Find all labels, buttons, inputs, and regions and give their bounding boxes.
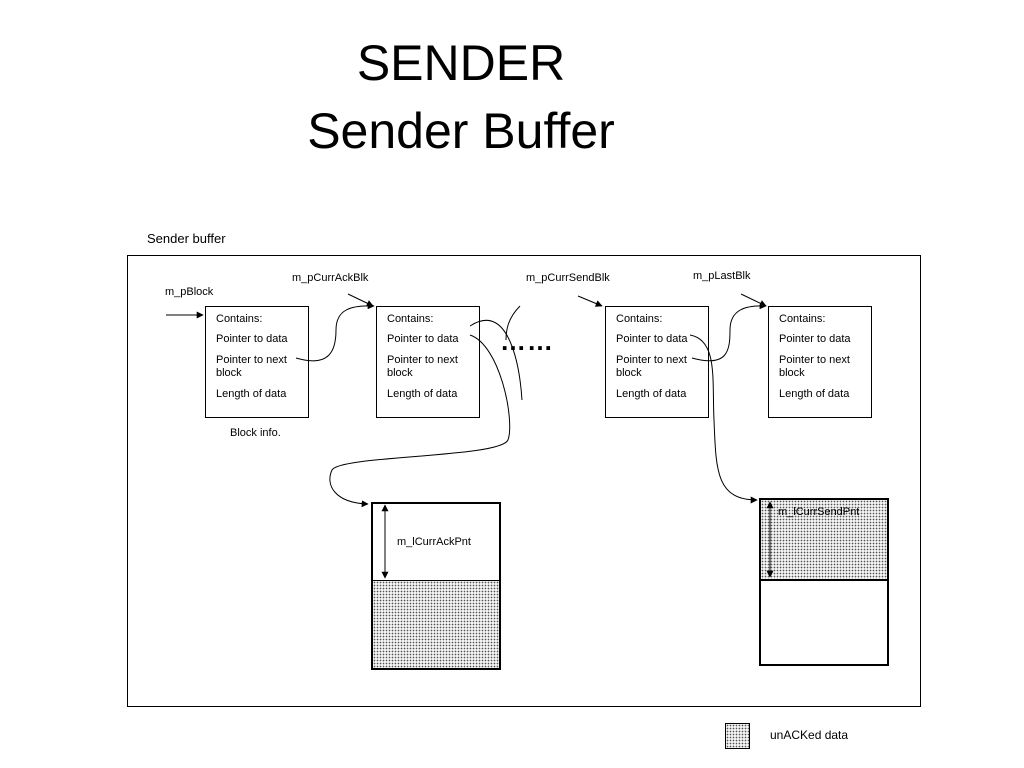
pointer-label-p-block: m_pBlock xyxy=(165,286,214,298)
block-contains-label: Contains: xyxy=(387,313,434,325)
curr-ack-pnt-label: m_lCurrAckPnt xyxy=(397,536,471,548)
block-pointer-to-data: Pointer to data xyxy=(779,333,851,345)
arrow-curr-ack-blk xyxy=(347,293,374,307)
sender-buffer-frame xyxy=(127,255,921,707)
ack-buffer-unacked-part xyxy=(371,580,501,670)
block-pointer-to-next: Pointer to next block xyxy=(779,354,850,379)
legend-unacked-label: unACKed data xyxy=(770,728,849,742)
curr-send-pnt-label: m_lCurrSendPnt xyxy=(778,506,860,518)
block-length-of-data: Length of data xyxy=(616,388,687,400)
send-buffer-unsent-part xyxy=(759,579,889,666)
block-contains-label: Contains: xyxy=(779,313,826,325)
block-length-of-data: Length of data xyxy=(387,388,458,400)
link-block2-to-ack-buffer xyxy=(329,334,511,508)
send-buffer-unacked-part xyxy=(759,498,889,581)
arrow-curr-send-blk xyxy=(577,295,603,307)
ack-buffer-acked-part xyxy=(371,502,501,582)
frame-label: Sender buffer xyxy=(147,231,226,246)
block-contains-label: Contains: xyxy=(216,313,263,325)
block-info-box-4: Contains: Pointer to data Pointer to nex… xyxy=(768,306,872,418)
block-pointer-to-data: Pointer to data xyxy=(387,333,459,345)
link-into-ellipsis xyxy=(505,305,521,341)
arrow-last-blk xyxy=(740,293,767,307)
block-info-box-1: Contains: Pointer to data Pointer to nex… xyxy=(205,306,309,418)
block-pointer-to-data: Pointer to data xyxy=(616,333,688,345)
slide-title-line-1: SENDER xyxy=(356,35,566,91)
slide-title-line-2: Sender Buffer xyxy=(307,103,615,159)
link-block2-next xyxy=(469,319,523,401)
block-pointer-to-next: Pointer to next block xyxy=(387,354,458,379)
block-length-of-data: Length of data xyxy=(779,388,850,400)
pointer-label-curr-send-blk: m_pCurrSendBlk xyxy=(526,272,610,284)
block-info-box-3: Contains: Pointer to data Pointer to nex… xyxy=(605,306,709,418)
block-info-caption: Block info. xyxy=(230,427,281,439)
pointer-label-curr-ack-blk: m_pCurrAckBlk xyxy=(292,272,369,284)
block-contains-label: Contains: xyxy=(616,313,663,325)
block-length-of-data: Length of data xyxy=(216,388,287,400)
pointer-label-last-blk: m_pLastBlk xyxy=(693,270,751,282)
block-pointer-to-next: Pointer to next block xyxy=(216,354,287,379)
block-info-box-2: Contains: Pointer to data Pointer to nex… xyxy=(376,306,480,418)
legend-unacked-swatch xyxy=(725,723,750,749)
block-pointer-to-next: Pointer to next block xyxy=(616,354,687,379)
link-block3-to-send-buffer xyxy=(689,334,758,504)
link-block3-to-block4 xyxy=(691,302,767,362)
block-pointer-to-data: Pointer to data xyxy=(216,333,288,345)
link-block1-to-block2 xyxy=(295,302,375,362)
more-blocks-ellipsis: …… xyxy=(500,326,554,356)
